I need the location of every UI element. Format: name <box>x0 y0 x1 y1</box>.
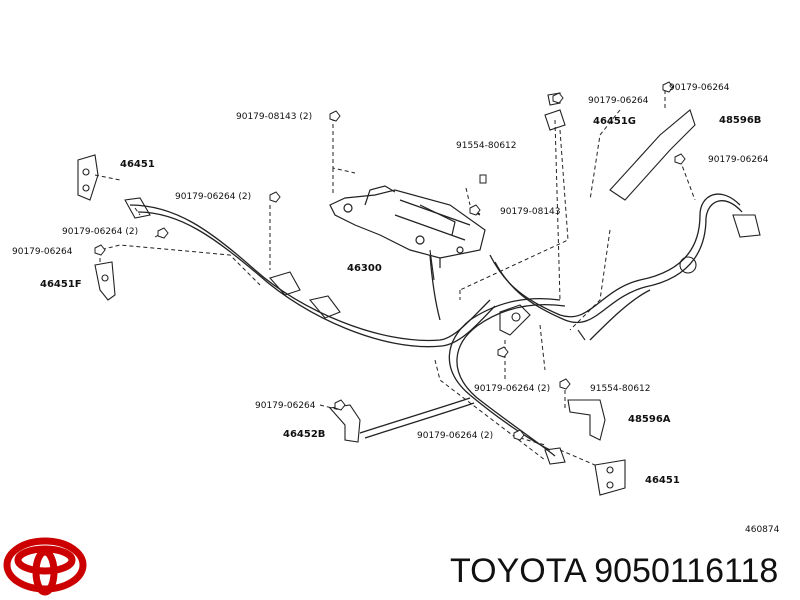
label-48596a: 48596A <box>628 414 671 425</box>
label-90179-06264-top: 90179-06264 <box>669 83 730 93</box>
label-90179-06264-2-d: 90179-06264 (2) <box>417 431 493 441</box>
toyota-logo <box>3 537 87 596</box>
part-labels: 90179-06264 90179-06264 48596B 90179-081… <box>12 83 780 535</box>
label-90179-06264-e: 90179-06264 <box>255 401 316 411</box>
label-90179-08143-2: 90179-08143 (2) <box>236 112 312 122</box>
label-46300: 46300 <box>347 263 382 274</box>
label-46451-top: 46451 <box>120 159 155 170</box>
leader-lines <box>94 90 696 466</box>
label-48596b: 48596B <box>719 115 761 126</box>
label-91554-80612-top: 91554-80612 <box>456 141 517 151</box>
actuator-assembly-46300 <box>329 185 486 268</box>
diagram-id: 460874 <box>745 525 780 535</box>
label-46452b: 46452B <box>283 429 325 440</box>
label-90179-06264-2-c: 90179-06264 (2) <box>474 384 550 394</box>
fasteners <box>94 81 686 441</box>
brake-cables <box>129 193 743 457</box>
label-90179-06264-2-b: 90179-06264 (2) <box>62 227 138 237</box>
label-90179-06264-d: 90179-06264 <box>12 247 73 257</box>
label-91554-80612-bottom: 91554-80612 <box>590 384 651 394</box>
label-46451g: 46451G <box>593 116 636 127</box>
part-number-title: TOYOTA 9050116118 <box>450 552 779 590</box>
label-90179-06264-2-a: 90179-06264 (2) <box>175 192 251 202</box>
label-90179-06264-c: 90179-06264 <box>708 155 769 165</box>
brackets <box>77 92 761 496</box>
label-46451-bottom: 46451 <box>645 475 680 486</box>
label-90179-08143: 90179-08143 <box>500 207 561 217</box>
label-46451f: 46451F <box>40 279 82 290</box>
label-90179-06264-b: 90179-06264 <box>588 96 649 106</box>
